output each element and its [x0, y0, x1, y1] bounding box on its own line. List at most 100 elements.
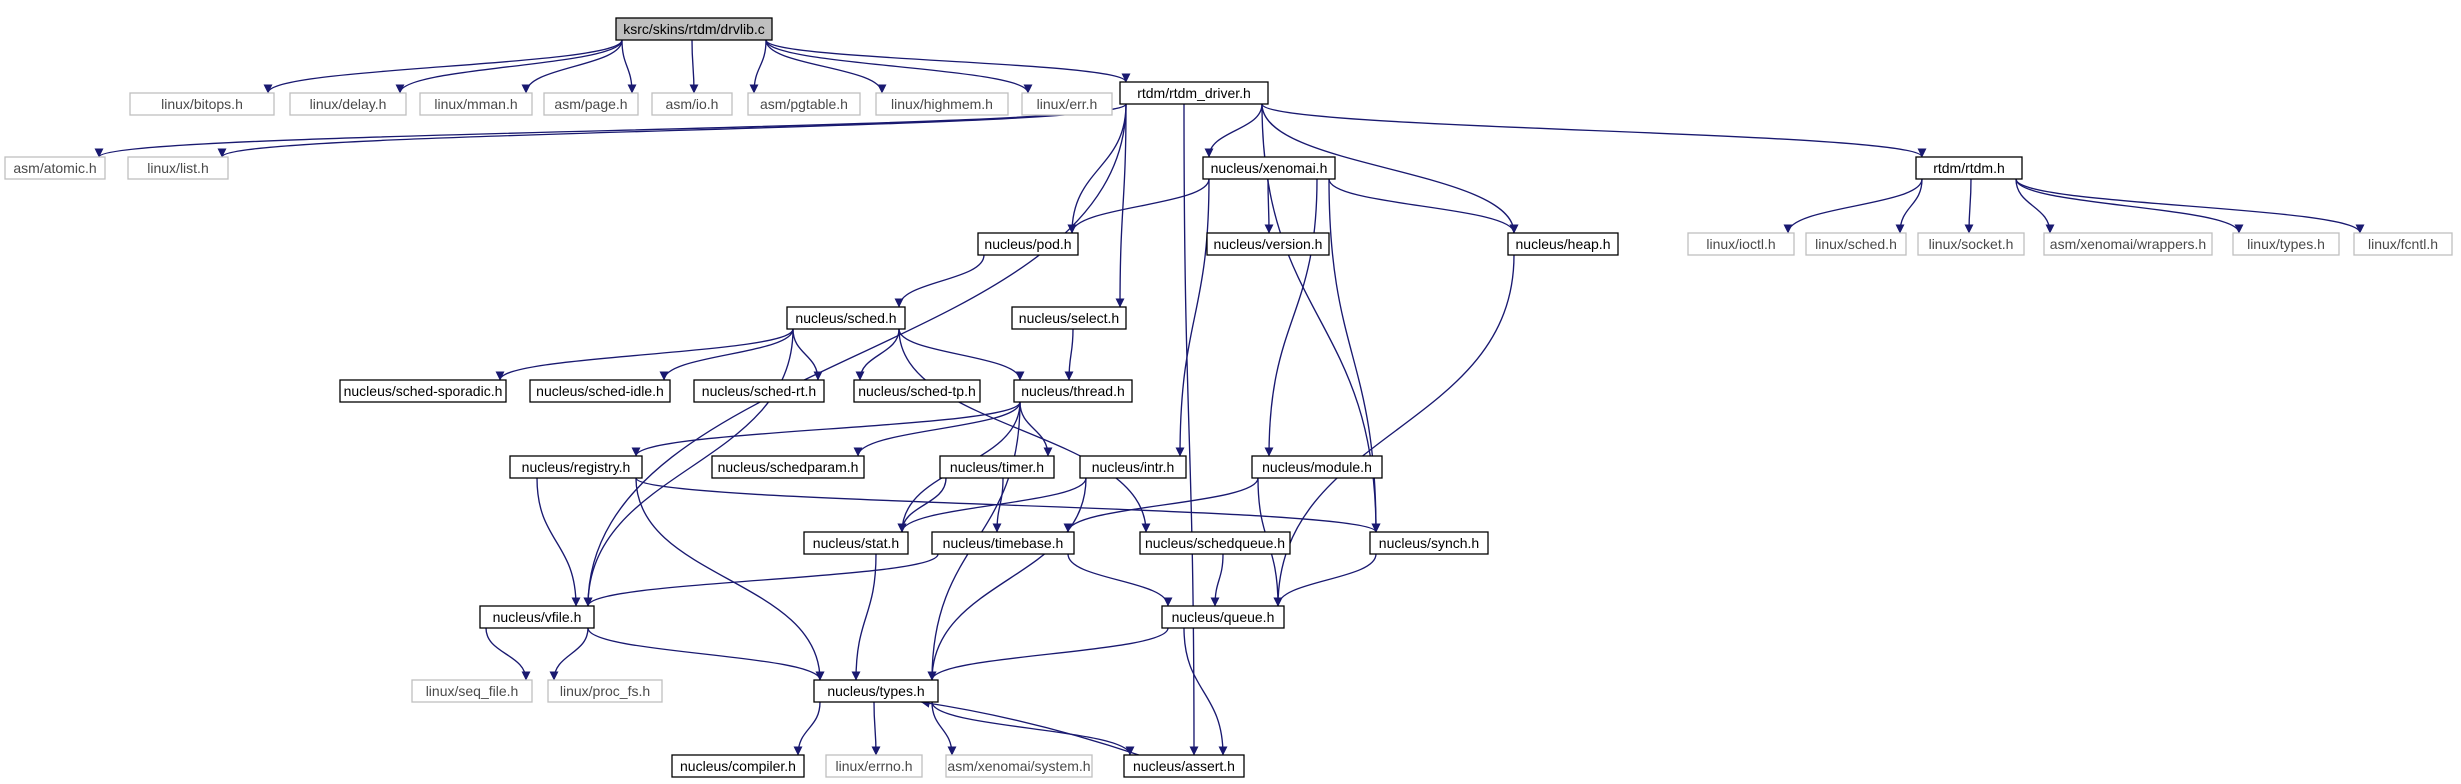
node-pod[interactable]: nucleus/pod.h [977, 232, 1079, 256]
node-procfs-box [547, 679, 663, 703]
edge-thread-to-timer [1019, 401, 1053, 457]
edge-root-to-err [765, 39, 1033, 94]
node-xenomai[interactable]: nucleus/xenomai.h [1202, 156, 1336, 180]
node-version-label: nucleus/version.h [1214, 236, 1323, 252]
edge-synch-to-queue [1273, 553, 1377, 607]
edge-sched-to-tp [855, 328, 900, 381]
node-idle[interactable]: nucleus/sched-idle.h [529, 379, 671, 403]
node-vfile[interactable]: nucleus/vfile.h [479, 605, 595, 629]
node-compiler[interactable]: nucleus/compiler.h [671, 754, 805, 778]
node-tp-label: nucleus/sched-tp.h [858, 383, 976, 399]
node-fcntl: linux/fcntl.h [2353, 232, 2453, 256]
node-sched[interactable]: nucleus/sched.h [786, 306, 906, 330]
node-heap[interactable]: nucleus/heap.h [1507, 232, 1619, 256]
header-nodes: ksrc/skins/rtdm/drvlib.c linux/bitops.h li… [4, 17, 2453, 778]
edge-sched-to-sporadic [495, 328, 794, 381]
node-synch-box [1369, 531, 1489, 555]
node-wrappers: asm/xenomai/wrappers.h [2043, 232, 2213, 256]
edge-xenomai-to-heap [1328, 178, 1519, 234]
node-schedqueue-box [1139, 531, 1291, 555]
node-pod-label: nucleus/pod.h [984, 236, 1071, 252]
node-assert[interactable]: nucleus/assert.h [1123, 754, 1245, 778]
node-ltypes-label: linux/types.h [2247, 236, 2325, 252]
edge-timer-to-timebase [992, 477, 1004, 533]
edge-root-to-delay [395, 39, 623, 94]
edge-registry-to-vfile [536, 477, 581, 607]
edge-xenomai-to-intr [1175, 178, 1210, 457]
node-types[interactable]: nucleus/types.h [813, 679, 939, 703]
node-highmem: linux/highmem.h [875, 92, 1009, 116]
node-highmem-label: linux/highmem.h [891, 96, 993, 112]
node-lsched-box [1805, 232, 1907, 256]
node-sporadic[interactable]: nucleus/sched-sporadic.h [339, 379, 507, 403]
node-thread-label: nucleus/thread.h [1021, 383, 1125, 399]
node-rt-box [693, 379, 825, 403]
edge-rtdm_driver-to-assert [1183, 103, 1199, 756]
node-module-label: nucleus/module.h [1262, 459, 1372, 475]
edge-rtdm_driver-to-heap [1261, 103, 1519, 234]
node-vfile-box [479, 605, 595, 629]
node-thread[interactable]: nucleus/thread.h [1013, 379, 1133, 403]
node-lsched-label: linux/sched.h [1815, 236, 1897, 252]
edge-rtdm-to-ioctl [1783, 178, 1923, 234]
node-schedparam[interactable]: nucleus/schedparam.h [711, 455, 865, 479]
edge-intr-to-stat [897, 477, 1087, 533]
node-idle-box [529, 379, 671, 403]
node-thread-box [1013, 379, 1133, 403]
node-rtdm_driver-box [1119, 81, 1269, 105]
node-version[interactable]: nucleus/version.h [1206, 232, 1330, 256]
node-registry[interactable]: nucleus/registry.h [509, 455, 643, 479]
node-page-box [543, 92, 639, 116]
node-module[interactable]: nucleus/module.h [1251, 455, 1383, 479]
node-list: linux/list.h [127, 156, 229, 180]
node-schedqueue[interactable]: nucleus/schedqueue.h [1139, 531, 1291, 555]
node-bitops-label: linux/bitops.h [161, 96, 243, 112]
node-synch-label: nucleus/synch.h [1379, 535, 1479, 551]
node-io: asm/io.h [651, 92, 733, 116]
node-seqfile-label: linux/seq_file.h [426, 683, 519, 699]
node-schedqueue-label: nucleus/schedqueue.h [1145, 535, 1285, 551]
node-errno-label: linux/errno.h [835, 758, 912, 774]
node-fcntl-box [2353, 232, 2453, 256]
edge-rtdm-to-fcntl [2015, 178, 2365, 234]
node-ltypes-box [2232, 232, 2340, 256]
node-intr-box [1079, 455, 1187, 479]
node-timer[interactable]: nucleus/timer.h [939, 455, 1055, 479]
node-delay: linux/delay.h [289, 92, 407, 116]
edge-rtdm_driver-to-xenomai [1204, 103, 1263, 158]
node-tp[interactable]: nucleus/sched-tp.h [853, 379, 981, 403]
node-rtdm[interactable]: rtdm/rtdm.h [1915, 156, 2023, 180]
node-rt[interactable]: nucleus/sched-rt.h [693, 379, 825, 403]
node-err-box [1021, 92, 1113, 116]
edge-types-to-compiler [793, 701, 821, 756]
node-root: ksrc/skins/rtdm/drvlib.c [615, 17, 773, 41]
node-fcntl-label: linux/fcntl.h [2368, 236, 2438, 252]
node-synch[interactable]: nucleus/synch.h [1369, 531, 1489, 555]
node-atomic-box [4, 156, 106, 180]
node-mman-box [419, 92, 533, 116]
node-timebase[interactable]: nucleus/timebase.h [931, 531, 1075, 555]
node-tp-box [853, 379, 981, 403]
edge-select-to-thread [1064, 328, 1074, 381]
node-xenomai-box [1202, 156, 1336, 180]
node-select[interactable]: nucleus/select.h [1011, 306, 1127, 330]
node-seqfile-box [411, 679, 533, 703]
node-rtdm_driver-label: rtdm/rtdm_driver.h [1137, 85, 1251, 101]
node-page: asm/page.h [543, 92, 639, 116]
node-rtdm_driver[interactable]: rtdm/rtdm_driver.h [1119, 81, 1269, 105]
node-seqfile: linux/seq_file.h [411, 679, 533, 703]
node-queue[interactable]: nucleus/queue.h [1161, 605, 1285, 629]
node-rtdm-box [1915, 156, 2023, 180]
node-intr-label: nucleus/intr.h [1092, 459, 1175, 475]
node-root-box [615, 17, 773, 41]
node-assert-label: nucleus/assert.h [1133, 758, 1235, 774]
node-intr[interactable]: nucleus/intr.h [1079, 455, 1187, 479]
edge-xenomai-to-version [1264, 178, 1274, 234]
node-rt-label: nucleus/sched-rt.h [702, 383, 816, 399]
node-stat[interactable]: nucleus/stat.h [803, 531, 909, 555]
node-idle-label: nucleus/sched-idle.h [536, 383, 664, 399]
node-timer-box [939, 455, 1055, 479]
edge-sched-to-thread [898, 328, 1025, 381]
edge-thread-to-registry [631, 401, 1021, 457]
